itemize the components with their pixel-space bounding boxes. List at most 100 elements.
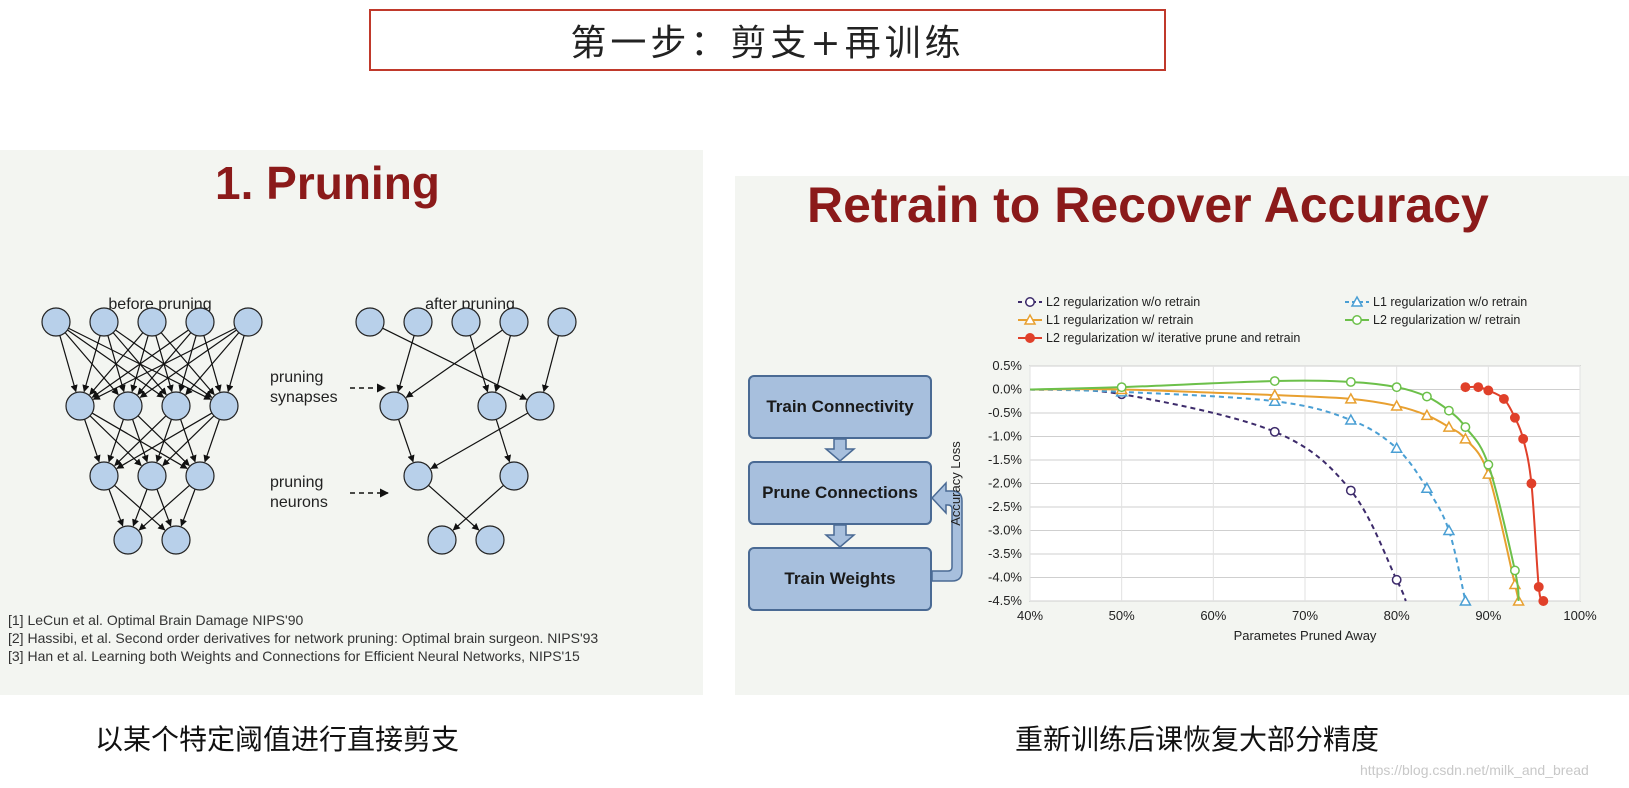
before-edge [107, 419, 125, 463]
data-point [1443, 405, 1454, 416]
legend-marker [1025, 333, 1035, 343]
left-caption: 以某个特定阈值进行直接剪支 [95, 723, 460, 756]
data-point [1390, 441, 1403, 453]
after-neuron [525, 391, 555, 421]
before-edge [83, 419, 101, 463]
before-neuron [233, 307, 263, 337]
before-edge [114, 415, 167, 467]
after-edge [396, 335, 415, 393]
legend-entry: L1 regularization w/ retrain [1018, 313, 1193, 327]
before-neuron [185, 461, 215, 491]
legend-label: L1 regularization w/ retrain [1046, 313, 1193, 327]
data-point [1509, 565, 1520, 576]
before-neuron [113, 525, 143, 555]
before-neuron [137, 307, 167, 337]
data-point [1421, 391, 1432, 402]
after-neuron [547, 307, 577, 337]
before-edge [138, 484, 190, 531]
data-point [1473, 382, 1484, 393]
flow-train-weights: Train Weights [748, 547, 932, 611]
data-point [1116, 382, 1127, 393]
flow-train-connectivity: Train Connectivity [748, 375, 932, 439]
data-point [1538, 596, 1549, 606]
y-tick-label: 0.0% [992, 382, 1022, 397]
after-neuron [403, 307, 433, 337]
before-edge [203, 419, 221, 463]
flow-loop-arrow [930, 481, 963, 582]
before-neuron [209, 391, 239, 421]
y-tick-label: -1.5% [988, 452, 1022, 467]
data-point [1518, 433, 1529, 444]
y-tick-label: -1.0% [988, 429, 1022, 444]
after-network-edges [382, 327, 560, 531]
data-point [1526, 478, 1537, 489]
before-neuron [185, 307, 215, 337]
data-point [1268, 394, 1282, 406]
data-point [1483, 459, 1494, 470]
pruning-slide: 1. Pruning before pruning after pruning … [0, 150, 703, 695]
legend-marker [1023, 313, 1037, 325]
after-neuron [427, 525, 457, 555]
right-caption: 重新训练后课恢复大部分精度 [1015, 723, 1380, 756]
x-axis-label: Parametes Pruned Away [1234, 628, 1377, 643]
before-edge [108, 488, 124, 527]
legend-marker [1350, 295, 1364, 307]
before-neuron [161, 391, 191, 421]
y-tick-label: -3.0% [988, 523, 1022, 538]
x-tick-label: 90% [1475, 608, 1501, 623]
data-point [1344, 413, 1358, 425]
data-point [1420, 481, 1434, 493]
before-neuron [137, 461, 167, 491]
data-point [1498, 393, 1509, 404]
before-edge [139, 329, 237, 398]
before-network-nodes [41, 307, 263, 555]
legend-marker [1025, 297, 1035, 307]
reference-2: [2] Hassibi, et al. Second order derivat… [8, 630, 599, 646]
series-line [1029, 379, 1520, 602]
data-point [1442, 523, 1456, 536]
y-tick-label: -4.0% [988, 570, 1022, 585]
series-4 [1460, 382, 1549, 606]
header-title-box: 第一步：剪支+再训练 [369, 9, 1166, 71]
legend-entry: L2 regularization w/ iterative prune and… [1018, 331, 1300, 345]
flow-prune-connections: Prune Connections [748, 461, 932, 525]
pruning-slide-title: 1. Pruning [215, 157, 440, 209]
data-point [1391, 574, 1402, 585]
series-3 [1029, 376, 1520, 602]
y-tick-label: -2.5% [988, 499, 1022, 514]
pruning-synapses-label-1: pruning [270, 369, 323, 386]
before-neuron [113, 391, 143, 421]
after-edge [495, 419, 511, 463]
retrain-slide-title: Retrain to Recover Accuracy [807, 177, 1489, 233]
flow-arrow-down-1 [823, 438, 857, 462]
legend-entry: L2 regularization w/ retrain [1345, 313, 1520, 327]
x-tick-label: 100% [1563, 608, 1597, 623]
before-edge [180, 488, 196, 527]
before-edge [91, 329, 189, 398]
pruning-neurons-label-1: pruning [270, 474, 323, 491]
before-edge [59, 335, 78, 393]
after-edge [397, 419, 415, 463]
flow-arrows [823, 438, 963, 582]
before-edge [82, 335, 101, 393]
data-point [1460, 382, 1471, 393]
data-point [1420, 408, 1434, 421]
x-tick-label: 50% [1109, 608, 1135, 623]
after-pruning-label: after pruning [425, 296, 515, 313]
header-title: 第一步：剪支+再训练 [570, 23, 965, 64]
y-tick-label: -0.5% [988, 405, 1022, 420]
data-point [1269, 376, 1280, 386]
y-tick-label: 0.5% [992, 358, 1022, 373]
data-point [1459, 432, 1472, 444]
data-point [1268, 388, 1282, 400]
before-edge [226, 335, 245, 393]
after-edge [430, 412, 529, 470]
legend-label: L2 regularization w/o retrain [1046, 295, 1200, 309]
x-tick-label: 70% [1292, 608, 1318, 623]
y-tick-label: -2.0% [988, 476, 1022, 491]
before-edge [162, 415, 215, 467]
series-line [1029, 388, 1407, 602]
legend-entry: L1 regularization w/o retrain [1345, 295, 1527, 309]
before-network-edges [59, 327, 245, 531]
y-tick-label: -4.5% [988, 593, 1022, 608]
